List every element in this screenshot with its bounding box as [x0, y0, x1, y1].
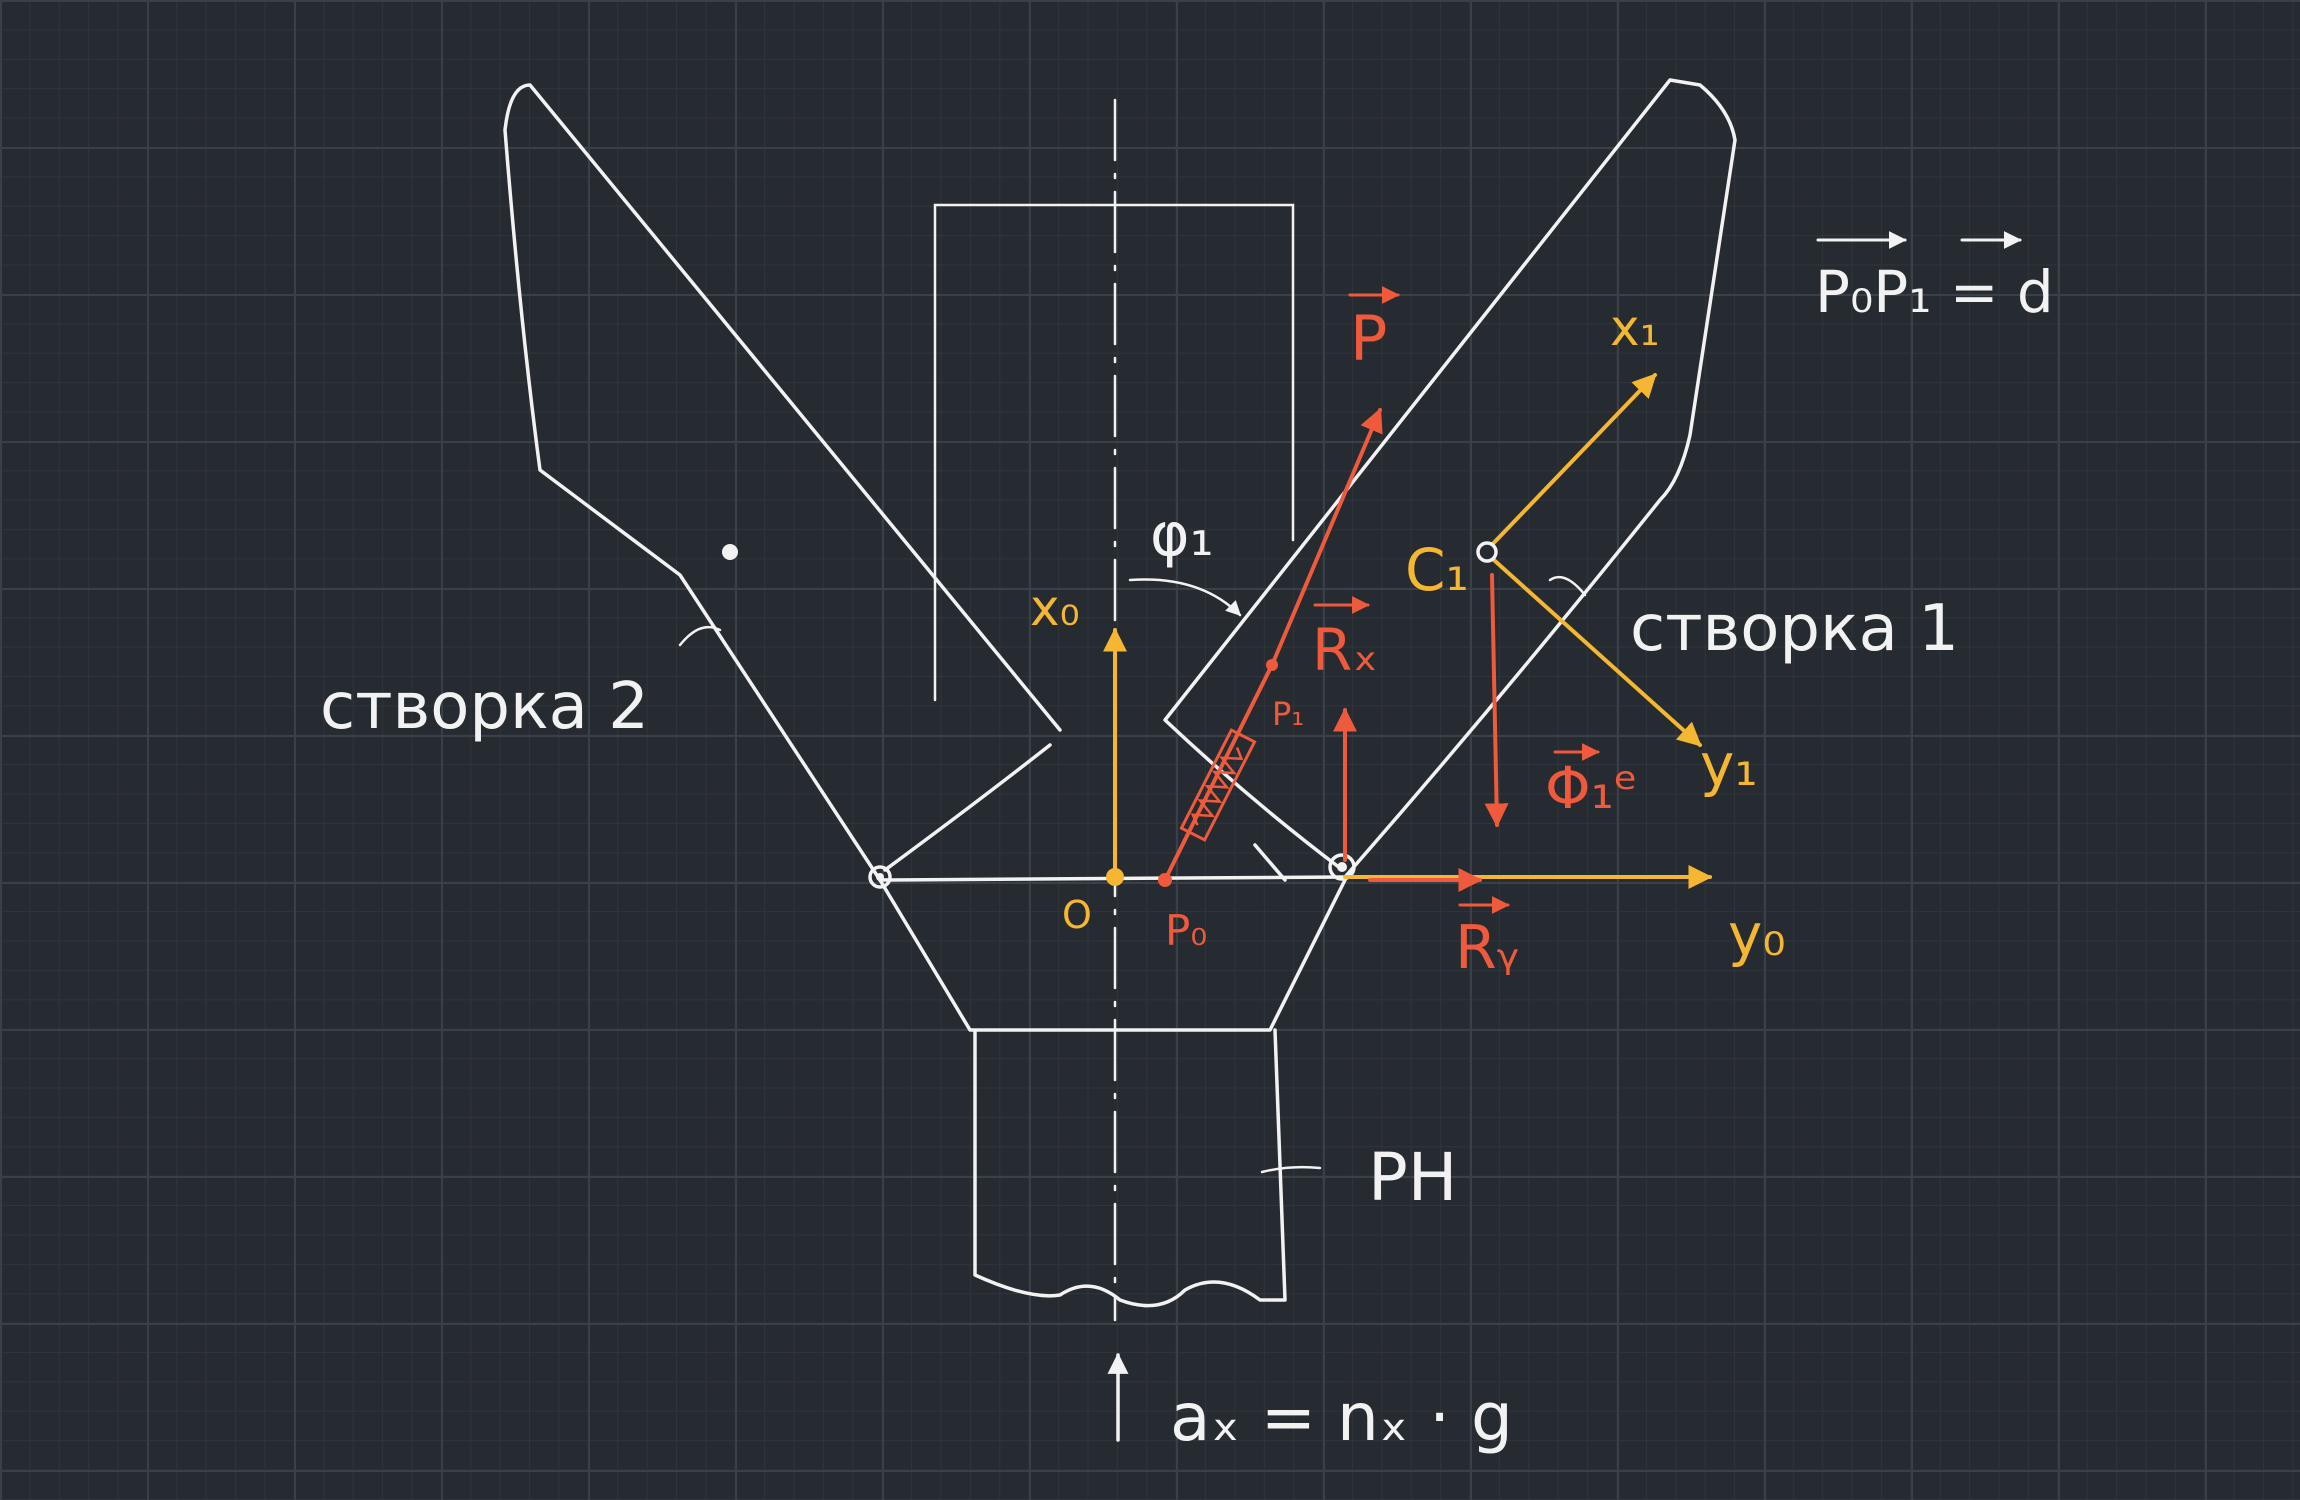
label-y0: y₀ [1728, 901, 1786, 969]
force-p-arrow [1270, 407, 1383, 667]
hinge-right [1328, 853, 1356, 881]
label-phi1: φ₁ [1150, 500, 1214, 570]
p0-point [1158, 873, 1172, 887]
label-force-p: P [1350, 302, 1387, 375]
label-y1: y₁ [1700, 731, 1758, 799]
force-phi-arrow [1484, 573, 1509, 828]
leader-flap2 [678, 625, 722, 647]
label-p1: P₁ [1272, 695, 1304, 733]
vector-marks [1313, 231, 2022, 914]
label-relation: P₀P₁ = d [1815, 258, 2054, 326]
origin-point [1106, 868, 1124, 886]
hinge-right-dot [1337, 862, 1347, 872]
label-flap1: створка 1 [1630, 592, 1959, 666]
stage-body [878, 878, 1347, 1308]
c1-point [1476, 541, 1498, 563]
hinge-left [868, 865, 892, 889]
x1-axis [1483, 373, 1657, 554]
leader-stage [1260, 1165, 1322, 1174]
label-accel: aₓ = nₓ · g [1170, 1379, 1513, 1456]
actuator-spring [1179, 728, 1257, 842]
label-origin: O [1062, 893, 1092, 937]
hinge-left-dot [876, 873, 884, 881]
label-c1: C₁ [1405, 536, 1469, 604]
phi1-arc-arrow [1128, 578, 1242, 617]
label-x1: x₁ [1610, 299, 1660, 357]
p1-point [1266, 659, 1278, 671]
flap-2-outline [503, 83, 1287, 882]
label-stage: PH [1368, 1139, 1457, 1216]
flap-2-center [722, 544, 738, 560]
label-force-phi: Φ₁ᵉ [1545, 754, 1638, 822]
leader-flap1 [1548, 575, 1587, 597]
label-x0: x₀ [1030, 579, 1080, 637]
label-force-ry: Rᵧ [1455, 913, 1519, 983]
flap-1-outline [1163, 78, 1737, 879]
y1-axis [1483, 550, 1702, 747]
label-force-rx: Rₓ [1312, 616, 1378, 684]
label-p0: P₀ [1165, 906, 1207, 955]
fairing-outline [933, 203, 1295, 702]
label-flap2: створка 2 [320, 670, 649, 744]
